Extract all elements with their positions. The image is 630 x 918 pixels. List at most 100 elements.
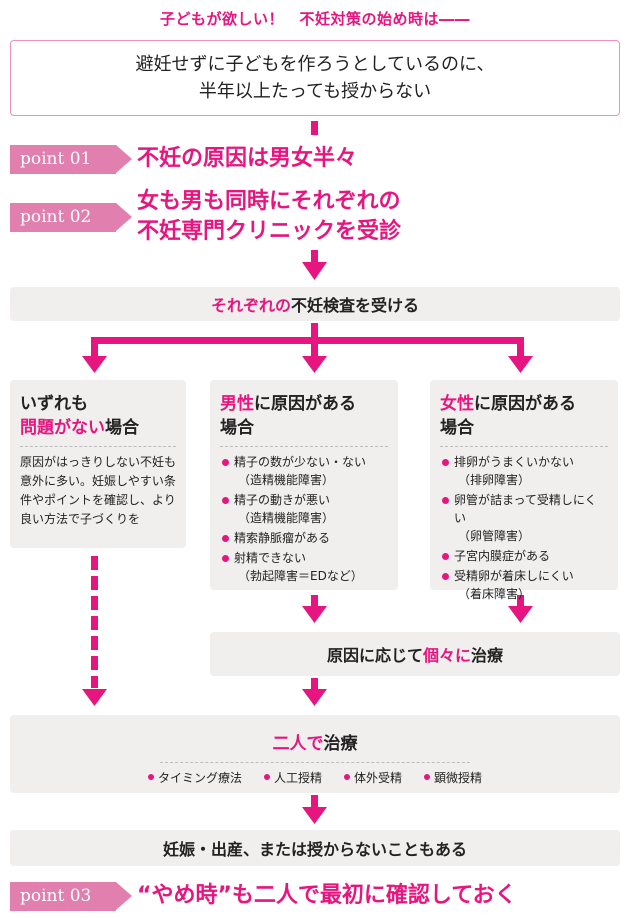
treat-bar-text-b: 治療	[471, 646, 504, 665]
arrow-down-icon	[82, 689, 107, 706]
method-item: タイミング療法	[147, 769, 242, 786]
female-cause-list: 排卵がうまくいかない （排卵障害） 卵管が詰まって受精しにくい （卵管障害） 子宮内…	[440, 453, 608, 603]
connector-line	[311, 595, 318, 608]
list-item: 精索静脈瘤がある	[220, 529, 388, 547]
point-text-01: 不妊の原因は男女半々	[137, 146, 358, 171]
connector-line	[91, 340, 98, 358]
connector-dash	[91, 676, 98, 688]
method-item: 人工授精	[263, 769, 322, 786]
connector-line	[311, 340, 318, 358]
list-item-text: 精索静脈瘤がある	[234, 531, 331, 545]
divider	[440, 446, 608, 447]
point-text-03: “やめ時”も二人で最初に確認しておく	[137, 883, 517, 908]
couple-treatment-box: 二人で治療 タイミング療法 人工授精 体外受精 顕微授精	[10, 715, 620, 793]
card-female-title-rest: に原因がある	[474, 394, 576, 414]
card-male-title: 男性に原因がある 場合	[220, 392, 388, 440]
card-male-title-line2: 場合	[220, 418, 254, 438]
list-item: 子宮内膜症がある	[440, 547, 608, 565]
card-female-title: 女性に原因がある 場合	[440, 392, 608, 440]
connector-line	[311, 795, 318, 809]
list-item-text: 卵管が詰まって受精しにくい	[454, 493, 597, 525]
point-tag-03: point 03	[10, 882, 132, 911]
card-male-title-rest: に原因がある	[254, 394, 356, 414]
point-text-02-line-1: 女も男も同時にそれぞれの	[137, 189, 401, 214]
list-item-sub: （着床障害）	[458, 587, 531, 601]
list-item-text: 射精できない	[234, 551, 307, 565]
list-item-text: 排卵がうまくいかない	[454, 455, 575, 469]
connector-dash	[91, 556, 98, 570]
card-no-problem: いずれも 問題がない場合 原因がはっきりしない不妊も意外に多い。妊娠しやすい条件…	[10, 380, 186, 548]
list-item-sub: （勃起障害＝EDなど）	[238, 569, 363, 583]
connector-line	[91, 337, 524, 344]
outcome-bar: 妊娠・出産、または授からないこともある	[10, 830, 620, 866]
arrow-down-icon	[508, 606, 533, 623]
divider	[220, 446, 388, 447]
list-item-sub: （造精機能障害）	[238, 511, 335, 525]
arrow-down-icon	[82, 356, 107, 373]
card-no-problem-title-line1: いずれも	[20, 394, 88, 414]
point-tag-01: point 01	[10, 145, 132, 174]
divider	[20, 446, 176, 447]
list-item-sub: （排卵障害）	[458, 473, 531, 487]
card-female-cause: 女性に原因がある 場合 排卵がうまくいかない （排卵障害） 卵管が詰まって受精しに…	[430, 380, 618, 601]
tests-bar-highlight: それぞれの	[210, 296, 291, 315]
point-tag-02: point 02	[10, 203, 132, 232]
intro-box: 避妊せずに子どもを作ろうとしているのに、 半年以上たっても授からない	[10, 40, 620, 116]
card-no-problem-body: 原因がはっきりしない不妊も意外に多い。妊娠しやすい条件やポイントを確認し、より良…	[20, 455, 177, 526]
method-item: 体外受精	[344, 769, 402, 786]
connector-line	[517, 595, 524, 608]
list-item-text: 受精卵が着床しにくい	[454, 569, 574, 583]
arrow-down-icon	[302, 807, 327, 824]
card-male-title-highlight: 男性	[220, 394, 254, 414]
connector-line	[517, 340, 524, 358]
arrow-down-icon	[508, 356, 533, 373]
list-item-sub: （造精機能障害）	[238, 473, 335, 487]
card-female-title-line2: 場合	[440, 418, 474, 438]
arrow-down-icon	[302, 356, 327, 373]
connector-dash	[91, 616, 98, 630]
individual-treatment-bar: 原因に応じて個々に治療	[210, 632, 620, 676]
list-item-sub: （卵管障害）	[458, 529, 531, 543]
couple-treatment-title: 二人で治療	[10, 729, 620, 754]
point-text-02: 女も男も同時にそれぞれの 不妊専門クリニックを受診	[137, 187, 401, 247]
list-item-text: 精子の動きが悪い	[234, 493, 331, 507]
treat-bar-text-a: 原因に応じて	[326, 646, 423, 665]
list-item: 射精できない （勃起障害＝EDなど）	[220, 549, 388, 585]
treat-bar-highlight: 個々に	[422, 646, 471, 665]
couple-treatment-highlight: 二人で	[272, 734, 324, 754]
list-item-text: 子宮内膜症がある	[454, 549, 551, 563]
card-no-problem-title-rest: 場合	[105, 418, 139, 438]
point-text-02-line-2: 不妊専門クリニックを受診	[137, 219, 402, 244]
connector-dash	[91, 576, 98, 590]
card-no-problem-title-highlight: 問題がない	[20, 418, 105, 438]
outcome-text: 妊娠・出産、または授からないこともある	[162, 840, 467, 859]
list-item: 卵管が詰まって受精しにくい （卵管障害）	[440, 491, 608, 545]
treatment-methods: タイミング療法 人工授精 体外受精 顕微授精	[10, 769, 620, 786]
tests-bar: それぞれの不妊検査を受ける	[10, 287, 620, 321]
card-female-title-highlight: 女性	[440, 394, 474, 414]
tests-bar-text: 不妊検査を受ける	[291, 296, 420, 315]
list-item: 受精卵が着床しにくい （着床障害）	[440, 567, 608, 603]
connector-line	[311, 678, 318, 691]
intro-line-2: 半年以上たっても授からない	[198, 81, 432, 102]
card-no-problem-title: いずれも 問題がない場合	[20, 392, 176, 440]
connector-dash	[91, 656, 98, 670]
arrow-down-icon	[302, 606, 327, 623]
connector-line	[311, 121, 318, 135]
arrow-down-icon	[302, 689, 327, 706]
list-item: 精子の動きが悪い （造精機能障害）	[220, 491, 388, 527]
list-item-text: 精子の数が少ない・ない	[234, 455, 367, 469]
divider	[160, 762, 470, 763]
couple-treatment-rest: 治療	[323, 734, 358, 754]
header-title: 子どもが欲しい！ 不妊対策の始め時は――	[159, 10, 470, 28]
connector-dash	[91, 636, 98, 650]
connector-line	[311, 323, 318, 340]
male-cause-list: 精子の数が少ない・ない （造精機能障害） 精子の動きが悪い （造精機能障害） 精索静…	[220, 453, 388, 585]
list-item: 精子の数が少ない・ない （造精機能障害）	[220, 453, 388, 489]
card-male-cause: 男性に原因がある 場合 精子の数が少ない・ない （造精機能障害） 精子の動きが悪い…	[210, 380, 398, 590]
arrow-down-icon	[302, 262, 327, 280]
intro-line-1: 避妊せずに子どもを作ろうとしているのに、	[135, 54, 495, 75]
method-item: 顕微授精	[424, 769, 482, 786]
connector-dash	[91, 596, 98, 610]
